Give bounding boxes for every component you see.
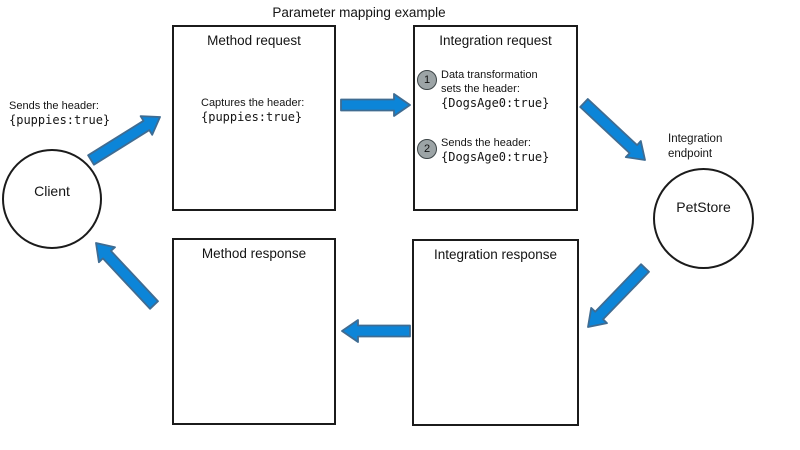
method-request-title: Method request <box>207 33 301 48</box>
petstore-node-label: PetStore <box>676 198 731 215</box>
step-2-code: {DogsAge0:true} <box>441 150 550 164</box>
integration-request-title: Integration request <box>439 33 552 48</box>
step-1-badge-icon: 1 <box>417 70 437 90</box>
method-response-box: Method response <box>172 238 336 425</box>
arrow-integration-request-to-endpoint-icon <box>579 98 646 161</box>
method-response-title: Method response <box>201 246 307 261</box>
client-node-label: Client <box>34 183 70 199</box>
arrow-method-response-to-client-icon <box>95 242 159 310</box>
endpoint-annotation-line-2: endpoint <box>668 148 713 160</box>
integration-response-title: Integration response <box>433 247 558 262</box>
method-request-text: Captures the header: <box>201 97 305 109</box>
step-2-text-block: Sends the header: {DogsAge0:true} <box>441 136 549 165</box>
method-request-box: Method request Captures the header: {pup… <box>172 25 336 211</box>
arrow-integration-response-to-method-response-icon <box>341 319 411 343</box>
integration-endpoint-annotation: Integration endpoint <box>668 132 722 162</box>
step-1-line-1: Data transformation <box>441 69 538 81</box>
integration-request-box: Integration request 1 Data transformatio… <box>413 25 578 211</box>
client-annotation-code: {puppies:true} <box>9 113 111 127</box>
endpoint-annotation-line-1: Integration <box>668 133 723 145</box>
petstore-node: PetStore <box>653 168 754 269</box>
method-request-code: {puppies:true} <box>201 110 303 124</box>
arrow-endpoint-to-integration-response-icon <box>587 263 650 328</box>
step-1-code: {DogsAge0:true} <box>441 96 550 110</box>
integration-response-box: Integration response <box>412 239 579 426</box>
method-request-body: Captures the header: {puppies:true} <box>201 96 304 125</box>
step-1-line-2: sets the header: <box>441 83 520 95</box>
page-title: Parameter mapping example <box>272 5 446 20</box>
step-2-line-1: Sends the header: <box>441 137 531 149</box>
step-1-text-block: Data transformation sets the header: {Do… <box>441 68 549 111</box>
client-annotation-text: Sends the header: <box>9 100 99 112</box>
client-node: Client <box>2 149 102 249</box>
client-request-annotation: Sends the header: {puppies:true} <box>9 99 110 128</box>
arrow-method-request-to-integration-request-icon <box>340 93 411 117</box>
step-2-badge-icon: 2 <box>417 139 437 159</box>
